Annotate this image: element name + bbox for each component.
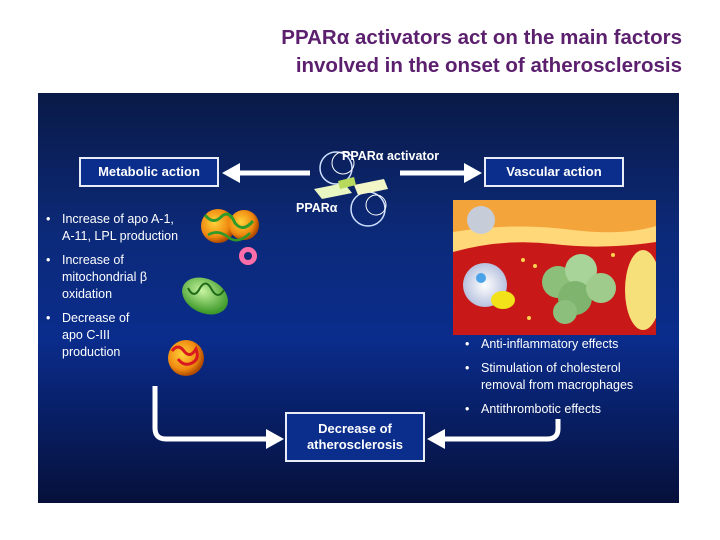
decrease-box-line-2: atherosclerosis [306, 437, 404, 452]
title-line-1: PPARα activators act on the main factors [281, 26, 682, 49]
vascular-effect-line: Anti-inflammatory effects [481, 337, 619, 351]
ppar-activator-label: PPARα activator [342, 149, 440, 163]
arrow-metabolic-to-decrease [152, 386, 284, 449]
slide-title: PPARα activators act on the main factors… [122, 24, 682, 80]
metabolic-effect-item: Increase of apo A-1, A-11, LPL productio… [44, 211, 214, 245]
metabolic-effect-line: Decrease of [62, 311, 130, 325]
vascular-effect-line: removal from macrophages [481, 378, 634, 392]
metabolic-effect-item: Increase of mitochondrial β oxidation [44, 252, 214, 303]
metabolic-action-box: Metabolic action [79, 157, 219, 187]
decrease-box-line-1: Decrease of [318, 421, 392, 436]
vascular-effect-line: Stimulation of cholesterol [481, 361, 621, 375]
vascular-effects-list: Anti-inflammatory effects Stimulation of… [463, 336, 673, 425]
arrow-to-vascular [400, 163, 482, 183]
vascular-wall-illustration [453, 200, 656, 335]
title-line-2: involved in the onset of atherosclerosis [295, 54, 682, 77]
metabolic-effect-line: oxidation [62, 287, 113, 301]
metabolic-effect-line: A-11, LPL production [62, 229, 179, 243]
metabolic-effect-line: Increase of [62, 253, 124, 267]
metabolic-effect-line: Increase of apo A-1, [62, 212, 174, 226]
lpl-enzyme-icon [239, 247, 257, 265]
decrease-atherosclerosis-box: Decrease of atherosclerosis [285, 412, 425, 462]
metabolic-effect-item: Decrease of apo C-III production [44, 310, 214, 361]
metabolic-effect-line: mitochondrial β [62, 270, 148, 284]
vascular-action-box: Vascular action [484, 157, 624, 187]
vascular-effect-item: Anti-inflammatory effects [463, 336, 673, 353]
ppar-molecule-icon [314, 151, 388, 227]
vascular-effect-item: Stimulation of cholesterol removal from … [463, 360, 673, 394]
metabolic-effects-list: Increase of apo A-1, A-11, LPL productio… [44, 211, 214, 368]
vascular-effect-line: Antithrombotic effects [481, 402, 601, 416]
diagram-panel: Metabolic action Vascular action Decreas… [38, 93, 679, 503]
metabolic-effect-line: apo C-III [62, 328, 110, 342]
ppar-label: PPARα [296, 201, 338, 215]
arrow-vascular-to-decrease [427, 419, 561, 449]
metabolic-effect-line: production [62, 345, 121, 359]
vascular-effect-item: Antithrombotic effects [463, 401, 673, 418]
arrow-to-metabolic [222, 163, 310, 183]
